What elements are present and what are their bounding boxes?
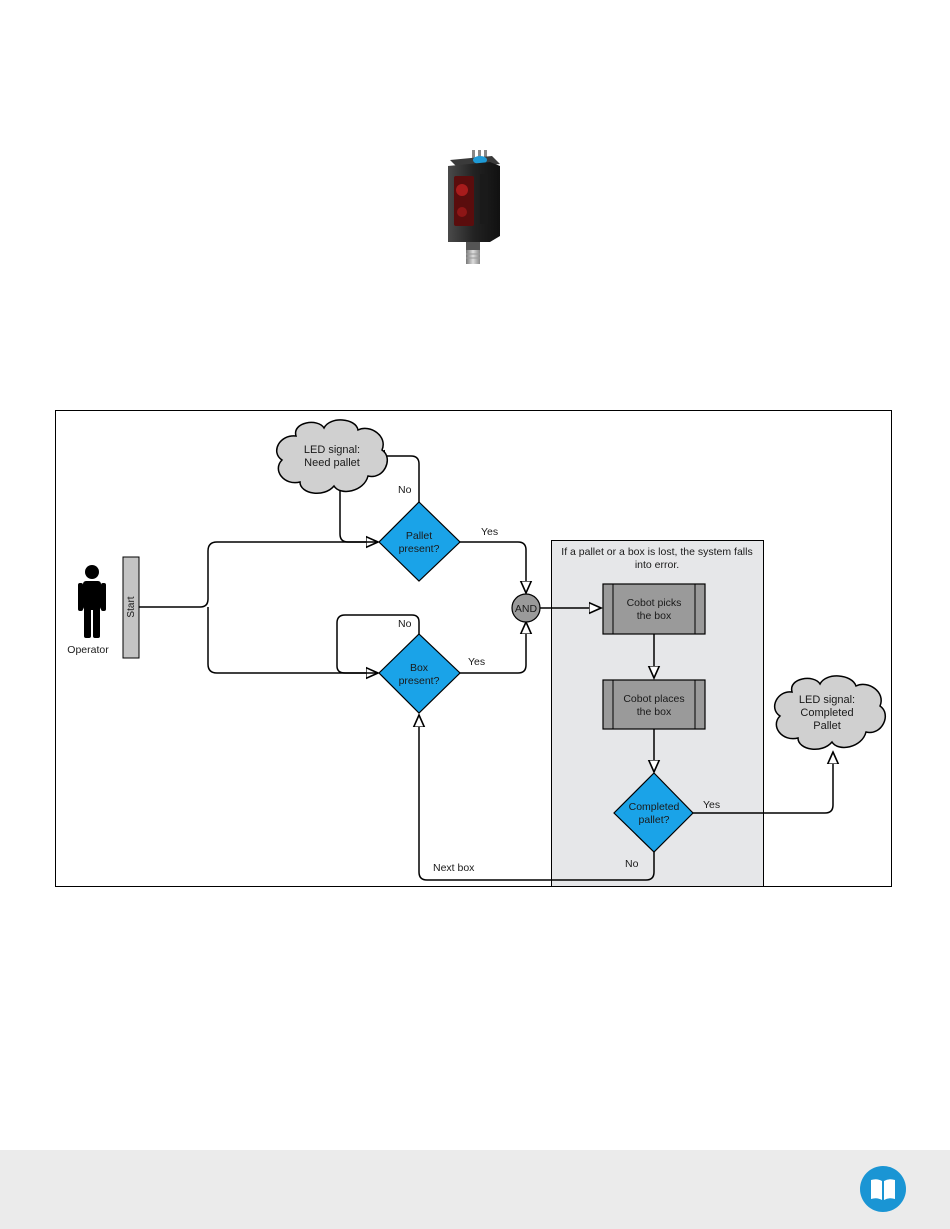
cloud-need-pallet-line-2: Need pallet bbox=[304, 457, 360, 469]
and-gate: AND bbox=[512, 594, 540, 622]
label-box-no: No bbox=[398, 618, 412, 630]
decision-completed-line-1: Completed bbox=[629, 801, 680, 813]
error-note-line-2: into error. bbox=[635, 559, 679, 571]
cloud-completed-line-1: LED signal: bbox=[799, 694, 855, 706]
operator-label: Operator bbox=[67, 644, 109, 656]
cloud-need-pallet-line-1: LED signal: bbox=[304, 444, 360, 456]
page-footer bbox=[0, 1150, 950, 1229]
diagram-frame bbox=[56, 411, 892, 887]
process-places-line-1: Cobot places bbox=[623, 693, 684, 705]
and-gate-label: AND bbox=[515, 603, 538, 615]
process-picks-line-1: Cobot picks bbox=[627, 597, 682, 609]
error-note-line-1: If a pallet or a box is lost, the system… bbox=[561, 546, 752, 558]
decision-box-line-1: Box bbox=[410, 662, 429, 674]
cloud-completed-line-3: Pallet bbox=[813, 720, 841, 732]
process-cobot-picks: Cobot picks the box bbox=[603, 584, 705, 634]
start-bar: Start bbox=[123, 557, 139, 658]
decision-box-line-2: present? bbox=[399, 675, 440, 687]
process-cobot-places: Cobot places the box bbox=[603, 680, 705, 729]
decision-pallet-line-1: Pallet bbox=[406, 530, 432, 542]
label-completed-yes: Yes bbox=[703, 799, 720, 811]
label-box-yes: Yes bbox=[468, 656, 485, 668]
book-icon bbox=[859, 1165, 907, 1213]
process-picks-line-2: the box bbox=[637, 610, 672, 622]
label-next-box: Next box bbox=[433, 862, 475, 874]
decision-completed-line-2: pallet? bbox=[639, 814, 670, 826]
cloud-completed-line-2: Completed bbox=[800, 707, 853, 719]
start-label: Start bbox=[126, 596, 137, 617]
label-completed-no: No bbox=[625, 858, 639, 870]
label-pallet-no: No bbox=[398, 484, 412, 496]
process-places-line-2: the box bbox=[637, 706, 672, 718]
label-pallet-yes: Yes bbox=[481, 526, 498, 538]
decision-pallet-line-2: present? bbox=[399, 543, 440, 555]
